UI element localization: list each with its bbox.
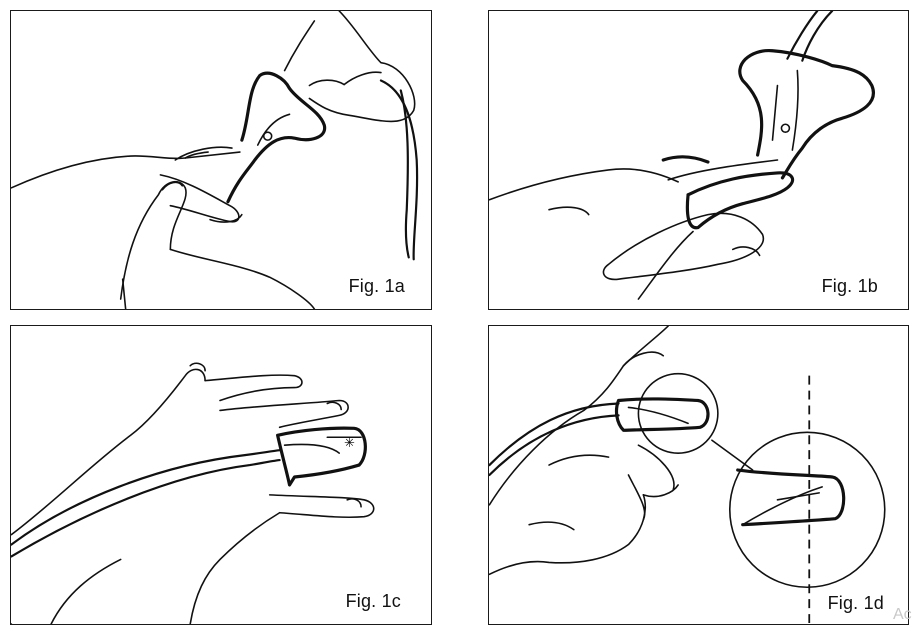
figure-caption: Fig. 1b bbox=[821, 276, 878, 296]
figure-1c-illustration: ✳ bbox=[11, 362, 375, 624]
patient-hand-outline bbox=[489, 168, 679, 201]
sensor-wrap-upper bbox=[738, 49, 875, 180]
figure-caption: Fig. 1d bbox=[825, 593, 886, 614]
patient-hand-outline bbox=[489, 351, 665, 506]
clinician-hand-top bbox=[283, 11, 416, 123]
figure-1c-panel: ✳ Fig. 1c bbox=[10, 325, 432, 625]
patient-finger bbox=[667, 159, 779, 181]
figure-1b-illustration bbox=[489, 11, 875, 300]
sensor-on-finger bbox=[614, 397, 710, 432]
sensor-cable bbox=[11, 449, 281, 546]
sensor-detail bbox=[736, 468, 846, 527]
magnify-connector bbox=[711, 439, 754, 471]
magnify-detail-circle bbox=[728, 431, 886, 589]
sensor-led bbox=[262, 131, 273, 141]
sensor-cable bbox=[379, 79, 419, 261]
figure-1a-panel: Fig. 1a bbox=[10, 10, 432, 310]
sensor-cable bbox=[489, 402, 620, 467]
magnify-source-circle bbox=[637, 372, 719, 454]
figure-1a-illustration bbox=[11, 11, 419, 309]
figure-caption: Fig. 1a bbox=[348, 276, 405, 296]
figure-1d-illustration bbox=[489, 326, 886, 624]
sensor-wrap-lower bbox=[685, 171, 795, 230]
sensor-led bbox=[780, 123, 791, 133]
figure-1d-panel: Fig. 1d bbox=[488, 325, 909, 625]
sensor-on-finger bbox=[276, 426, 367, 487]
sensor-wrap bbox=[226, 71, 327, 204]
sensor-led-icon: ✳ bbox=[344, 436, 355, 451]
patient-hand-outline bbox=[11, 151, 241, 189]
figure-caption: Fig. 1c bbox=[345, 591, 401, 611]
figure-1b-panel: Fig. 1b bbox=[488, 10, 909, 310]
patient-hand-outline bbox=[11, 368, 206, 536]
sensor-cable bbox=[801, 11, 834, 62]
watermark-text: Ac bbox=[893, 606, 912, 623]
patient-finger-lower bbox=[159, 174, 240, 223]
clinician-thumb bbox=[119, 180, 187, 300]
